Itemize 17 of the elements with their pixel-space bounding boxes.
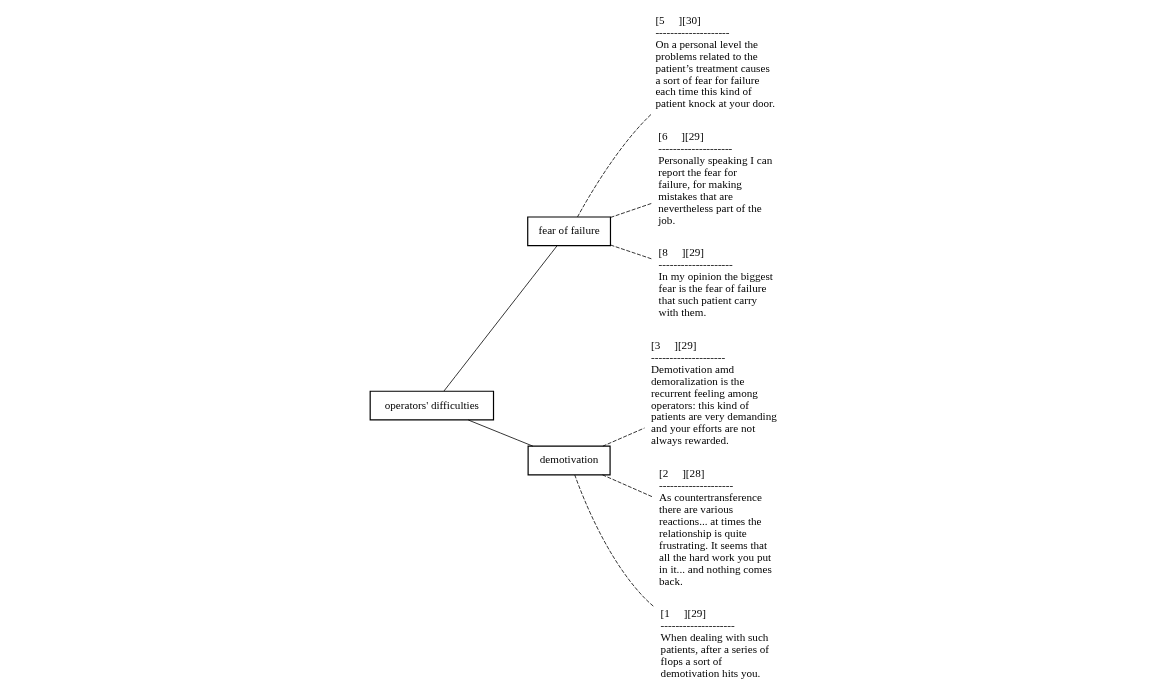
connector	[601, 474, 653, 498]
connector	[576, 113, 652, 218]
node-text: [8 ][29] -------------------- In my opinion the biggest fear is the fear of failure that such patient carry with them.	[658, 246, 773, 318]
node-box: demotivation	[527, 445, 611, 476]
connector	[467, 419, 533, 447]
node-box: operators' difficulties	[369, 390, 494, 421]
node-text: [5 ][30] -------------------- On a personal level the problems related to the patient’s treatment causes a sort of fear for failure each time this kind of patient knock at your door.	[654, 13, 775, 110]
connector	[609, 244, 653, 260]
connector	[601, 427, 645, 447]
node-box: fear of failure	[526, 216, 611, 247]
node-text: [2 ][28] -------------------- As countertransference there are various reactions... at times the relationship is quite frustrating. It seems that all the hard work you put in it... and nothing comes back.	[658, 467, 772, 587]
node-text: [6 ][29] -------------------- Personally speaking I can report the fear for failure, for making mistakes that are nevertheless part of the job.	[657, 129, 772, 226]
node-text: [1 ][29] -------------------- When dealing with such patients, after a series of flops a sort of demotivation hits you.	[660, 607, 769, 680]
connector	[443, 245, 557, 392]
node-text: [3 ][29] -------------------- Demotivation amd demoralization is the recurrent feeling among operators: this kind of patients are very demanding and your efforts are not always rewarded.	[650, 338, 777, 447]
connector	[573, 474, 654, 608]
connector	[609, 203, 652, 218]
